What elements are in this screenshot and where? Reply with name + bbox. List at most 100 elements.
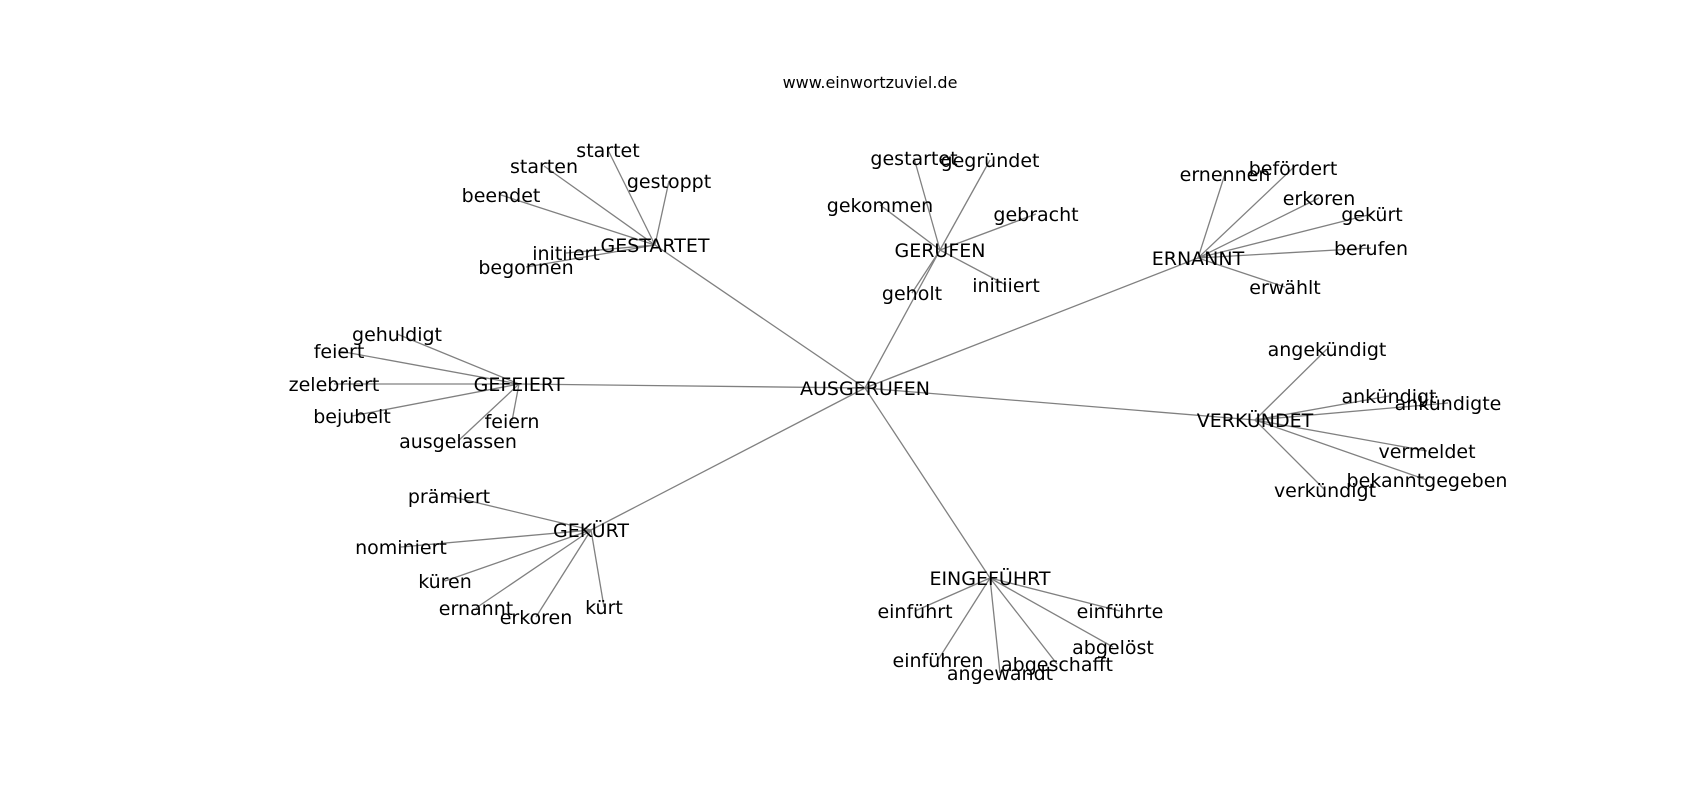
edge-hub-to-leaf bbox=[989, 577, 1121, 612]
leaf-node-label: gestartet bbox=[870, 148, 957, 170]
leaf-node-label: startet bbox=[576, 140, 639, 162]
leaf-node-label: initiiert bbox=[532, 243, 600, 265]
edge-hub-to-leaf bbox=[911, 249, 941, 294]
hub-node-label: GERUFEN bbox=[895, 240, 986, 262]
leaf-node-label: kürt bbox=[585, 597, 623, 619]
edge-hub-to-leaf bbox=[1254, 402, 1449, 421]
edge-hub-to-leaf bbox=[607, 149, 656, 246]
edge-hub-to-leaf bbox=[939, 213, 1037, 251]
leaf-node-label: einführt bbox=[877, 601, 952, 623]
edge-hub-to-leaf bbox=[535, 529, 592, 618]
edge-hub-to-leaf bbox=[500, 194, 656, 246]
edge-hub-to-leaf bbox=[590, 529, 605, 608]
edge-hub-to-leaf bbox=[937, 577, 991, 661]
leaf-node-label: erwählt bbox=[1249, 277, 1320, 299]
edge-hub-to-leaf bbox=[879, 204, 941, 251]
hub-node-label: VERKÜNDET bbox=[1197, 409, 1314, 432]
edge-hub-to-leaf bbox=[939, 159, 991, 251]
edge-hub-to-leaf bbox=[511, 383, 520, 422]
leaf-node-label: bekanntgegeben bbox=[1347, 470, 1508, 492]
edge-hub-to-leaf bbox=[654, 180, 670, 246]
edge-center-to-hub bbox=[864, 387, 991, 579]
edge-hub-to-leaf bbox=[1197, 213, 1373, 259]
leaf-node-label: ernennen bbox=[1180, 164, 1271, 186]
leaf-node-label: angewandt bbox=[947, 663, 1053, 685]
center-node-label: AUSGERUFEN bbox=[800, 378, 930, 400]
edge-hub-to-leaf bbox=[913, 157, 941, 251]
edge-hub-to-leaf bbox=[1254, 419, 1428, 481]
edge-center-to-hub bbox=[654, 244, 866, 389]
edge-center-to-hub bbox=[590, 387, 866, 531]
edge-hub-to-leaf bbox=[914, 577, 991, 612]
edge-hub-to-leaf bbox=[939, 249, 1007, 286]
leaf-node-label: prämiert bbox=[408, 486, 490, 508]
leaf-node-label: nominiert bbox=[355, 537, 447, 559]
leaf-node-label: abgeschafft bbox=[1001, 654, 1113, 676]
leaf-node-label: gehuldigt bbox=[352, 324, 442, 346]
leaf-node-label: ernannt bbox=[439, 598, 513, 620]
edge-hub-to-leaf bbox=[565, 244, 656, 254]
leaf-node-label: starten bbox=[510, 156, 578, 178]
leaf-node-label: gestoppt bbox=[627, 171, 711, 193]
hub-node-label: EINGEFÜHRT bbox=[929, 567, 1050, 590]
leaf-node-label: gebracht bbox=[993, 204, 1078, 226]
leaf-node-label: gegründet bbox=[941, 150, 1040, 172]
edge-center-to-hub bbox=[864, 257, 1199, 389]
leaf-node-label: ankündigt bbox=[1341, 386, 1436, 408]
leaf-node-label: einführen bbox=[893, 650, 984, 672]
edge-hub-to-leaf bbox=[1254, 395, 1390, 421]
edge-hub-to-leaf bbox=[989, 577, 1114, 648]
leaf-node-label: verkündigt bbox=[1274, 480, 1376, 502]
edge-hub-to-leaf bbox=[351, 383, 520, 417]
leaf-node-label: gekommen bbox=[827, 195, 933, 217]
edge-center-to-hub bbox=[518, 383, 866, 389]
leaf-node-label: küren bbox=[418, 571, 472, 593]
leaf-node-label: zelebriert bbox=[289, 374, 380, 396]
edge-hub-to-leaf bbox=[1197, 257, 1286, 288]
edge-hub-to-leaf bbox=[475, 529, 592, 609]
leaf-node-label: angekündigt bbox=[1268, 339, 1387, 361]
edge-hub-to-leaf bbox=[1254, 348, 1328, 421]
edge-center-to-hub bbox=[864, 387, 1256, 421]
edge-hub-to-leaf bbox=[989, 577, 1058, 665]
leaf-node-label: einführte bbox=[1077, 601, 1164, 623]
edge-hub-to-leaf bbox=[543, 165, 656, 246]
edge-center-to-hub bbox=[864, 249, 941, 389]
edge-hub-to-leaf bbox=[1197, 173, 1226, 259]
edge-hub-to-leaf bbox=[1197, 167, 1294, 259]
edge-hub-to-leaf bbox=[1254, 419, 1428, 452]
leaf-node-label: berufen bbox=[1334, 238, 1408, 260]
leaf-node-label: beendet bbox=[462, 185, 541, 207]
leaf-node-label: begonnen bbox=[478, 257, 573, 279]
leaf-node-label: abgelöst bbox=[1072, 637, 1154, 659]
edge-hub-to-leaf bbox=[1197, 197, 1320, 259]
edge-hub-to-leaf bbox=[444, 529, 592, 582]
hub-node-label: ERNANNT bbox=[1152, 248, 1245, 270]
leaf-node-label: gekürt bbox=[1341, 204, 1402, 226]
edge-hub-to-leaf bbox=[448, 495, 592, 531]
edge-hub-to-leaf bbox=[338, 350, 520, 385]
edge-hub-to-leaf bbox=[396, 333, 520, 385]
leaf-node-label: initiiert bbox=[972, 275, 1040, 297]
leaf-node-label: ausgelassen bbox=[399, 431, 517, 453]
edge-hub-to-leaf bbox=[525, 244, 656, 268]
leaf-node-label: geholt bbox=[882, 283, 942, 305]
edge-hub-to-leaf bbox=[1254, 419, 1326, 491]
leaf-node-label: feiern bbox=[485, 411, 540, 433]
leaf-node-label: bejubelt bbox=[313, 406, 391, 428]
hub-node-label: GEKÜRT bbox=[553, 519, 629, 542]
hub-node-label: GEFEIERT bbox=[474, 374, 565, 396]
edge-hub-to-leaf bbox=[457, 383, 520, 442]
edge-hub-to-leaf bbox=[1197, 247, 1372, 259]
leaf-node-label: befördert bbox=[1249, 158, 1338, 180]
edge-hub-to-leaf bbox=[400, 529, 592, 548]
leaf-node-label: erkoren bbox=[1283, 188, 1356, 210]
edge-hub-to-leaf bbox=[989, 577, 1001, 674]
leaf-node-label: vermeldet bbox=[1378, 441, 1475, 463]
edges-layer bbox=[334, 149, 1449, 674]
hub-node-label: GESTARTET bbox=[601, 235, 710, 257]
leaf-node-label: feiert bbox=[314, 341, 365, 363]
leaf-node-label: erkoren bbox=[500, 607, 573, 629]
